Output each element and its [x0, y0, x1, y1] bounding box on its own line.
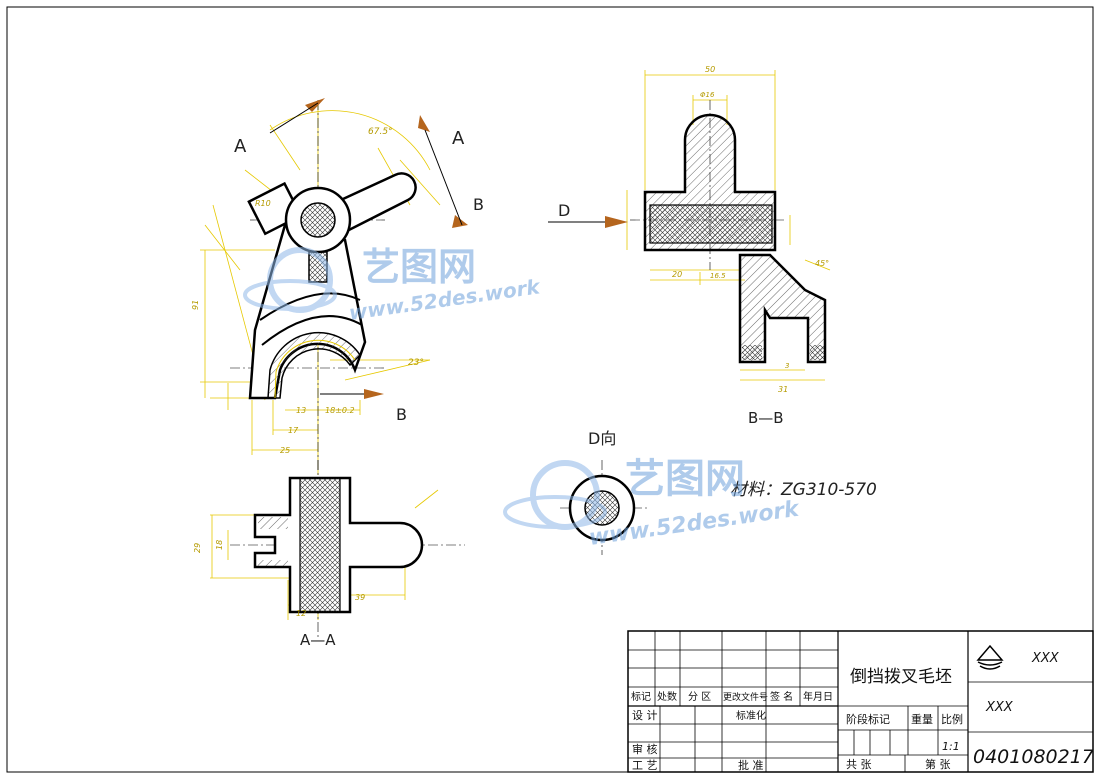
- label-a-right: A: [452, 128, 465, 149]
- tb-scale: 1:1: [942, 740, 960, 753]
- label-b-bottom: B: [396, 405, 407, 424]
- dim-len-16-5: 16.5: [710, 272, 726, 280]
- label-d: D: [558, 201, 570, 220]
- watermark-brand-upper: 艺图网: [362, 245, 476, 289]
- frame-border: [6, 6, 1094, 773]
- tb-scale-label: 比例: [941, 712, 963, 726]
- dim-angle-23: 23°: [408, 358, 424, 368]
- dim-len-13: 13: [296, 406, 306, 415]
- material-note: 材料：ZG310-570: [730, 480, 877, 500]
- tb-review: 审 核: [632, 742, 658, 756]
- dim-aa-height: 29: [193, 543, 202, 553]
- tb-weight: 重量: [911, 712, 933, 726]
- tb-standardize: 标准化: [736, 709, 766, 722]
- tb-stage-mark: 阶段标记: [846, 712, 890, 726]
- tb-drawing-number: 0401080217: [973, 746, 1094, 768]
- dim-len-20: 20: [672, 270, 682, 279]
- dim-len-18b: 18: [215, 540, 224, 550]
- dim-angle-45: 45°: [815, 259, 829, 268]
- section-aa-label: A—A: [300, 631, 336, 649]
- tb-signature: 签 名: [770, 690, 793, 703]
- dim-angle-main: 67.5°: [368, 127, 393, 137]
- tb-approve: 批 准: [738, 758, 764, 772]
- tb-date: 年月日: [803, 690, 833, 703]
- dim-len-31: 31: [778, 385, 788, 394]
- section-bb-view: D 50 Φ16 20 16.5 45° 31 3 B—B: [548, 65, 831, 427]
- watermark-lower: 艺图网 www.52des.work: [503, 456, 802, 551]
- dim-len-12: 12: [296, 609, 306, 618]
- tb-part-name: 倒挡拨叉毛坯: [850, 667, 952, 687]
- dim-len-18: 18±0.2: [325, 406, 355, 415]
- dim-len-3: 3: [785, 362, 789, 370]
- watermark-brand-lower: 艺图网: [625, 456, 745, 502]
- tb-mark: 标记: [631, 691, 651, 703]
- dim-width-50: 50: [705, 65, 715, 74]
- title-block: 标记 处数 分 区 更改文件号 签 名 年月日 设 计 标准化 审 核 工 艺 …: [627, 630, 1094, 773]
- dim-len-17: 17: [288, 426, 299, 435]
- label-a-left: A: [234, 136, 247, 157]
- tb-sheet-no: 第 张: [925, 757, 951, 771]
- tb-count: 处数: [657, 690, 677, 703]
- dim-r10: R10: [255, 199, 271, 208]
- dim-len-91: 91: [191, 300, 200, 310]
- company-logo-icon: [976, 644, 1004, 670]
- section-aa-view: 29 18 12 39 A—A: [193, 460, 465, 649]
- tb-total-sheets: 共 张: [846, 758, 872, 771]
- dim-len-25: 25: [280, 446, 290, 455]
- section-bb-label: B—B: [748, 409, 784, 427]
- label-b-top: B: [473, 195, 484, 214]
- dim-len-39: 39: [355, 593, 365, 602]
- dim-dia-16: Φ16: [700, 91, 715, 99]
- tb-zone: 分 区: [688, 691, 711, 703]
- tb-process: 工 艺: [632, 759, 658, 772]
- view-d-label: D向: [588, 429, 616, 448]
- tb-company: XXX: [1031, 651, 1060, 666]
- tb-org: XXX: [985, 700, 1014, 715]
- tb-design: 设 计: [632, 709, 658, 722]
- tb-change-doc: 更改文件号: [723, 691, 768, 703]
